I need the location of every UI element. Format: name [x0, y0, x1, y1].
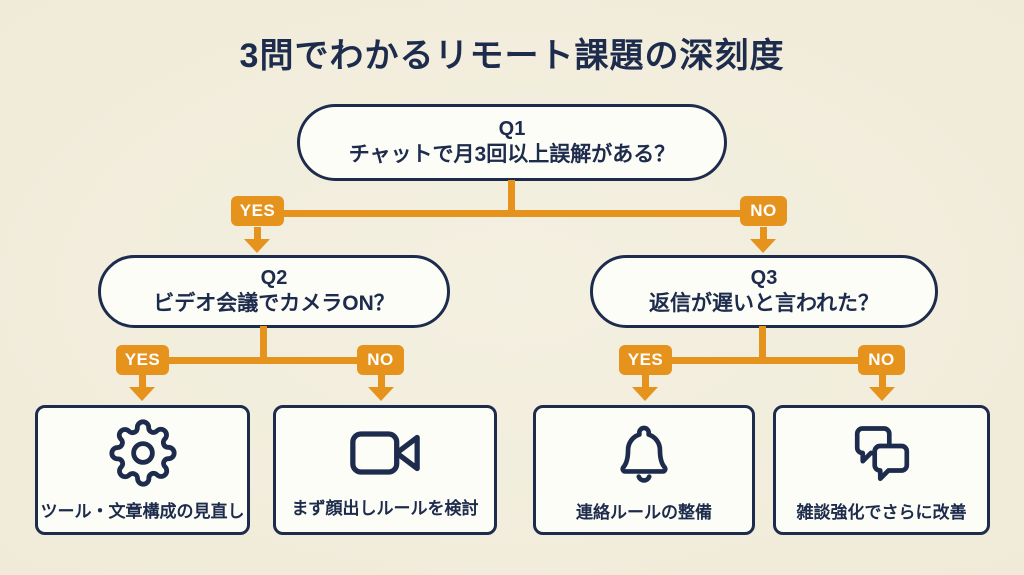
q3-yes-tag: YES — [619, 345, 672, 375]
question-node-q3: Q3 返信が遅いと言われた？ — [590, 255, 938, 328]
question-node-q2: Q2 ビデオ会議でカメラON？ — [98, 255, 450, 328]
q2-yes-tag: YES — [116, 345, 169, 375]
question-id: Q3 — [750, 266, 778, 289]
outcome-card-tools: ツール・文章構成の見直し — [35, 405, 250, 535]
q2-no-tag: NO — [357, 345, 404, 375]
outcome-card-contact-rules: 連絡ルールの整備 — [533, 405, 755, 535]
q1-branch-line — [257, 210, 763, 217]
q1-no-arrow-down-icon — [750, 227, 776, 253]
q2-no-arrow-down-icon — [368, 375, 394, 401]
q2-vertical-connector — [260, 326, 267, 361]
outcome-label: ツール・文章構成の見直し — [40, 501, 245, 521]
chat-bubbles-icon — [845, 418, 919, 488]
question-id: Q1 — [498, 117, 526, 140]
q2-yes-arrow-down-icon — [129, 375, 155, 401]
question-text: 返信が遅いと言われた？ — [649, 291, 879, 315]
bell-icon — [611, 418, 677, 488]
q3-vertical-connector — [759, 326, 766, 361]
outcome-card-small-talk: 雑談強化でさらに改善 — [773, 405, 990, 535]
q1-no-tag: NO — [740, 196, 787, 226]
q1-vertical-connector — [508, 180, 515, 214]
q3-branch-line — [645, 357, 882, 364]
outcome-label: 連絡ルールの整備 — [576, 502, 712, 522]
q3-no-arrow-down-icon — [869, 375, 895, 401]
q1-yes-tag: YES — [231, 196, 284, 226]
question-text: ビデオ会議でカメラON？ — [153, 291, 395, 315]
q3-yes-arrow-down-icon — [632, 375, 658, 401]
q2-branch-line — [142, 357, 381, 364]
outcome-label: 雑談強化でさらに改善 — [796, 502, 967, 522]
outcome-label: まず顔出しルールを検討 — [291, 498, 479, 518]
q3-no-tag: NO — [858, 345, 905, 375]
question-node-q1: Q1 チャットで月3回以上誤解がある？ — [297, 104, 727, 181]
question-text: チャットで月3回以上誤解がある？ — [348, 142, 676, 166]
q1-yes-arrow-down-icon — [244, 227, 270, 253]
page-title: 3問でわかるリモート課題の深刻度 — [239, 37, 785, 75]
outcome-card-video-rule: まず顔出しルールを検討 — [273, 405, 497, 535]
gear-icon — [108, 418, 177, 487]
video-camera-icon — [347, 422, 423, 484]
question-id: Q2 — [260, 266, 288, 289]
